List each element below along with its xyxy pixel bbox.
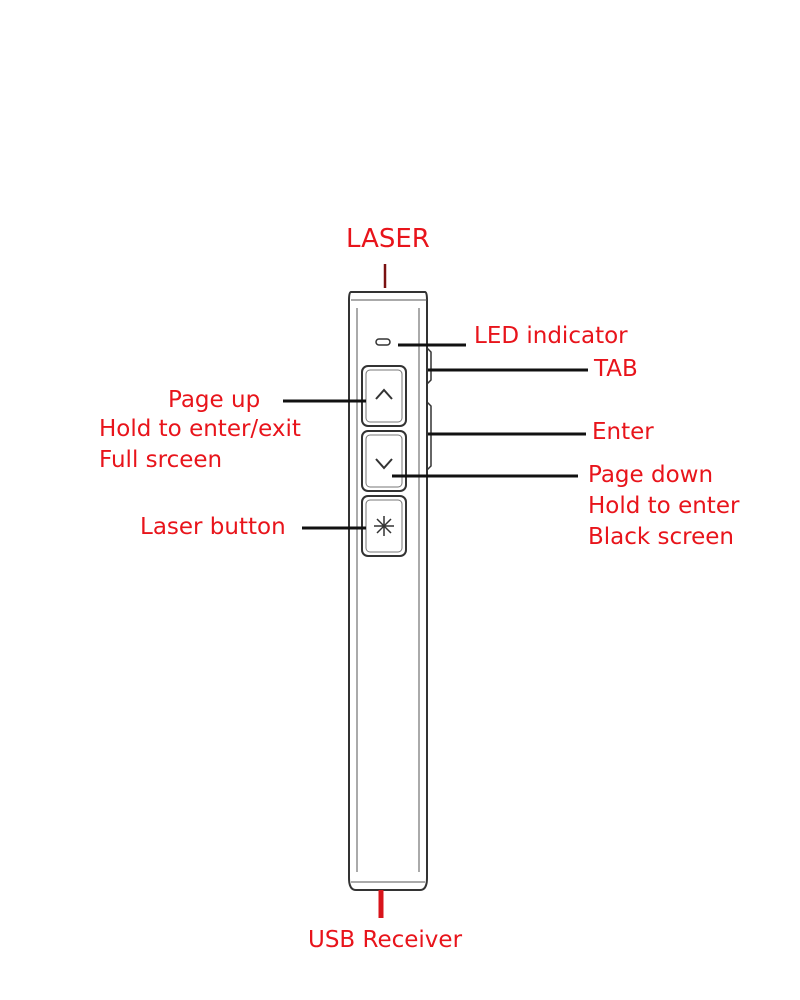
page-down-label-line-1: Page down <box>588 462 714 488</box>
laser-button-label: Laser button <box>140 514 286 540</box>
laser-button[interactable] <box>361 495 407 557</box>
tab-side-button <box>426 347 432 385</box>
chevron-down-icon <box>375 458 393 470</box>
tab-label: TAB <box>594 356 638 382</box>
page-down-button-inner <box>365 434 403 488</box>
page-up-label-line-2: Hold to enter/exit <box>99 416 301 442</box>
page-up-button-inner <box>365 369 403 423</box>
page-up-label-line-1: Page up <box>168 387 261 413</box>
page-down-button-frame <box>361 430 407 492</box>
enter-label: Enter <box>592 419 654 445</box>
laser-button-inner <box>365 499 403 553</box>
led-indicator-label: LED indicator <box>474 323 628 349</box>
chevron-up-icon <box>375 388 393 400</box>
page-down-label-line-3: Black screen <box>588 524 734 550</box>
led-indicator <box>375 338 391 346</box>
usb-receiver-label: USB Receiver <box>308 927 463 953</box>
page-down-button[interactable] <box>361 430 407 492</box>
page-down-label-line-2: Hold to enter <box>588 493 740 519</box>
page-up-button[interactable] <box>361 365 407 427</box>
page-up-button-frame <box>361 365 407 427</box>
asterisk-icon <box>374 516 394 536</box>
page-up-label-line-3: Full srceen <box>99 447 223 473</box>
enter-side-button <box>426 401 432 471</box>
laser-label: LASER <box>346 224 430 254</box>
